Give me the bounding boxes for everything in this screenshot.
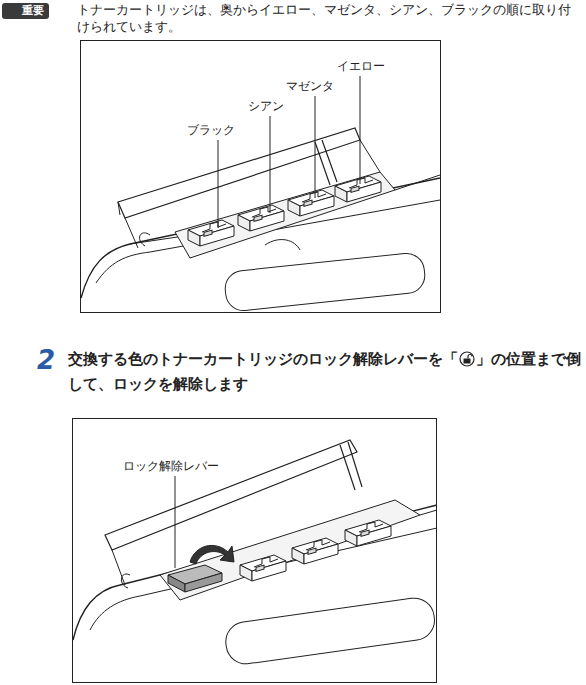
heading-text: 交換する色のトナーカートリッジのロック解除レバーを「 [68, 350, 458, 367]
part-label: シアン [247, 98, 285, 114]
leader-lines [218, 76, 360, 228]
figure-1 [81, 41, 441, 313]
part-label: マゼンタ [285, 78, 335, 94]
part-label: ブラック [186, 122, 236, 138]
figure-2 [73, 419, 438, 683]
unlock-icon [459, 351, 475, 367]
leader-line [175, 476, 176, 568]
step-number: 2 [37, 347, 55, 373]
part-label: イエロー [336, 58, 386, 74]
unlock-lever [168, 545, 234, 592]
step-heading: 交換する色のトナーカートリッジのロック解除レバーを「」の位置まで倒して、ロックを… [68, 347, 584, 397]
note-text: トナーカートリッジは、奥からイエロー、マゼンタ、シアン、ブラックの順に取り付けら… [77, 1, 582, 35]
important-badge: 重要 [2, 3, 49, 19]
part-label: ロック解除レバー [122, 458, 220, 474]
